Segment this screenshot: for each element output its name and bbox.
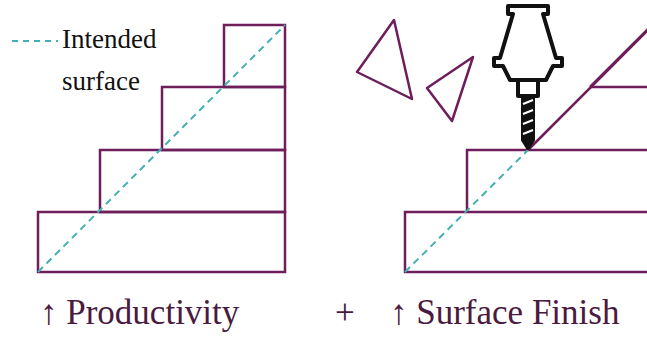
flute-spiral [523, 100, 533, 134]
caption-label: + [335, 292, 355, 334]
end-mill-tool [494, 6, 562, 148]
intended-surface-line [405, 150, 528, 272]
legend-text: Intended surface [62, 18, 174, 102]
stair-steps [38, 25, 285, 272]
intended-surface-line [38, 25, 285, 272]
caption-label: ↑ Productivity [40, 292, 239, 334]
legend-line-sample [12, 38, 58, 44]
chips [357, 20, 473, 121]
caption-label: ↑ Surface Finish [390, 292, 619, 334]
